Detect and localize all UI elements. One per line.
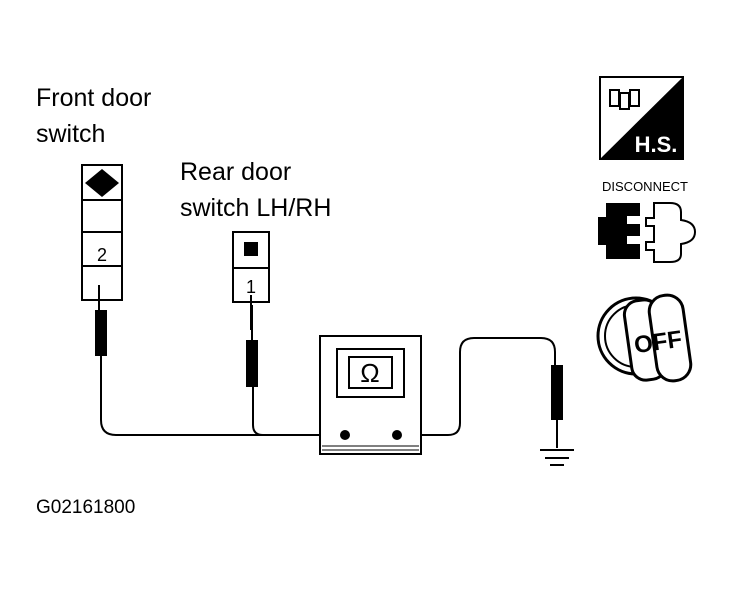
figure-id: G02161800 <box>36 497 136 518</box>
front-door-switch-connector: 2 <box>81 164 123 301</box>
front-probe <box>95 310 107 356</box>
ground-icon <box>540 449 574 466</box>
square-icon <box>244 242 258 256</box>
ohm-symbol: Ω <box>360 358 379 388</box>
ignition-key-icon: OFF <box>596 293 693 383</box>
rear-door-switch-label: Rear door switch LH/RH <box>180 154 331 226</box>
ground-probe <box>551 365 563 420</box>
ignition-off-text: OFF <box>632 326 683 359</box>
diamond-icon <box>85 169 119 197</box>
rear-terminal-number: 1 <box>246 277 256 297</box>
test-leads <box>98 285 558 448</box>
meter-terminal-right <box>392 430 402 440</box>
front-door-switch-label-line2: switch <box>36 120 106 148</box>
front-door-switch-label: Front door switch <box>36 80 151 152</box>
front-terminal-number: 2 <box>97 245 107 265</box>
ohmmeter: Ω <box>319 335 422 455</box>
hs-badge-icon: H.S. <box>599 76 684 160</box>
disconnect-text: DISCONNECT <box>602 179 688 194</box>
hs-text: H.S. <box>635 132 678 157</box>
meter-terminal-left <box>340 430 350 440</box>
rear-door-switch-label-line1: Rear door <box>180 158 292 186</box>
rear-door-switch-connector: 1 <box>232 231 270 303</box>
front-door-switch-label-line1: Front door <box>36 84 152 112</box>
disconnect-icon: DISCONNECT <box>598 179 697 263</box>
rear-probe <box>246 305 258 387</box>
rear-door-switch-label-line2: switch LH/RH <box>180 194 332 222</box>
